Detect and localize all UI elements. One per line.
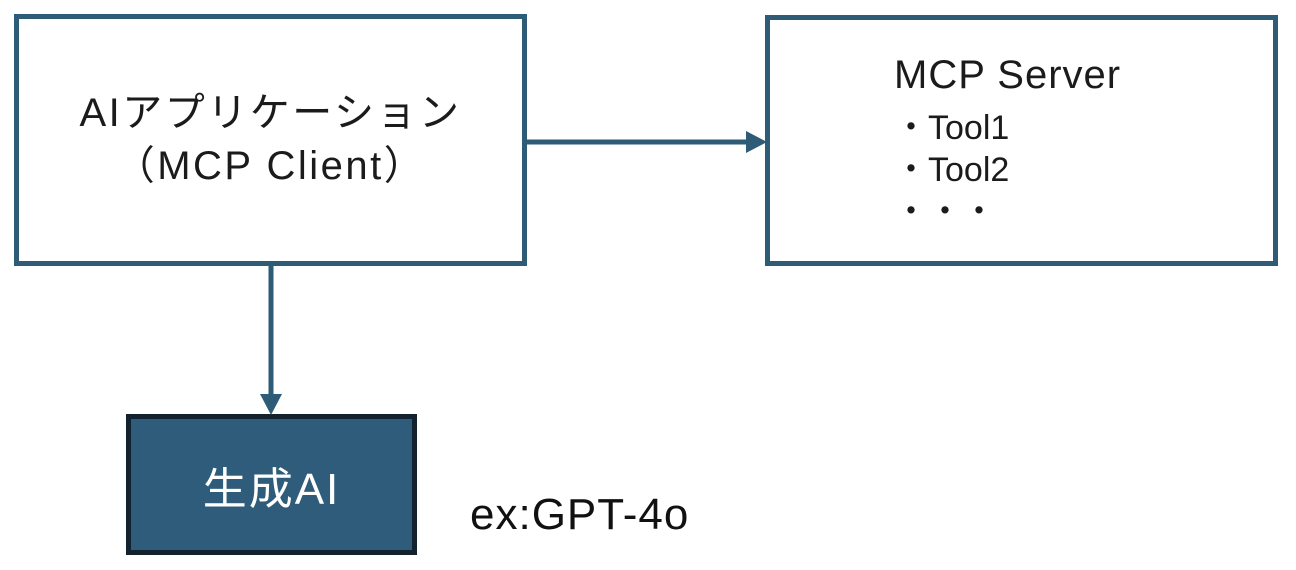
- arrow-client-to-genai: [260, 266, 282, 415]
- server-tool-list: ・Tool1 ・Tool2 ・・・: [894, 107, 1273, 233]
- server-tool-item-ellipsis: ・・・: [894, 193, 996, 231]
- server-tool-item-2: ・Tool2: [894, 151, 1010, 189]
- arrow-client-to-server: [527, 131, 767, 153]
- arrow-client-to-genai-head: [260, 394, 282, 415]
- server-box: MCP Server ・Tool1 ・Tool2 ・・・: [765, 15, 1278, 266]
- genai-box: 生成AI: [126, 414, 417, 555]
- client-box-label-line2: （MCP Client）: [114, 144, 427, 188]
- genai-box-label: 生成AI: [202, 464, 341, 514]
- arrow-client-to-server-head: [746, 131, 767, 153]
- client-box-label: AIアプリケーション （MCP Client）: [80, 87, 462, 193]
- client-box: AIアプリケーション （MCP Client）: [14, 14, 527, 266]
- server-box-title: MCP Server: [894, 53, 1122, 97]
- server-tool-item-1: ・Tool1: [894, 109, 1010, 147]
- genai-example-annotation: ex:GPT-4o: [470, 490, 690, 539]
- client-box-label-line1: AIアプリケーション: [79, 91, 462, 135]
